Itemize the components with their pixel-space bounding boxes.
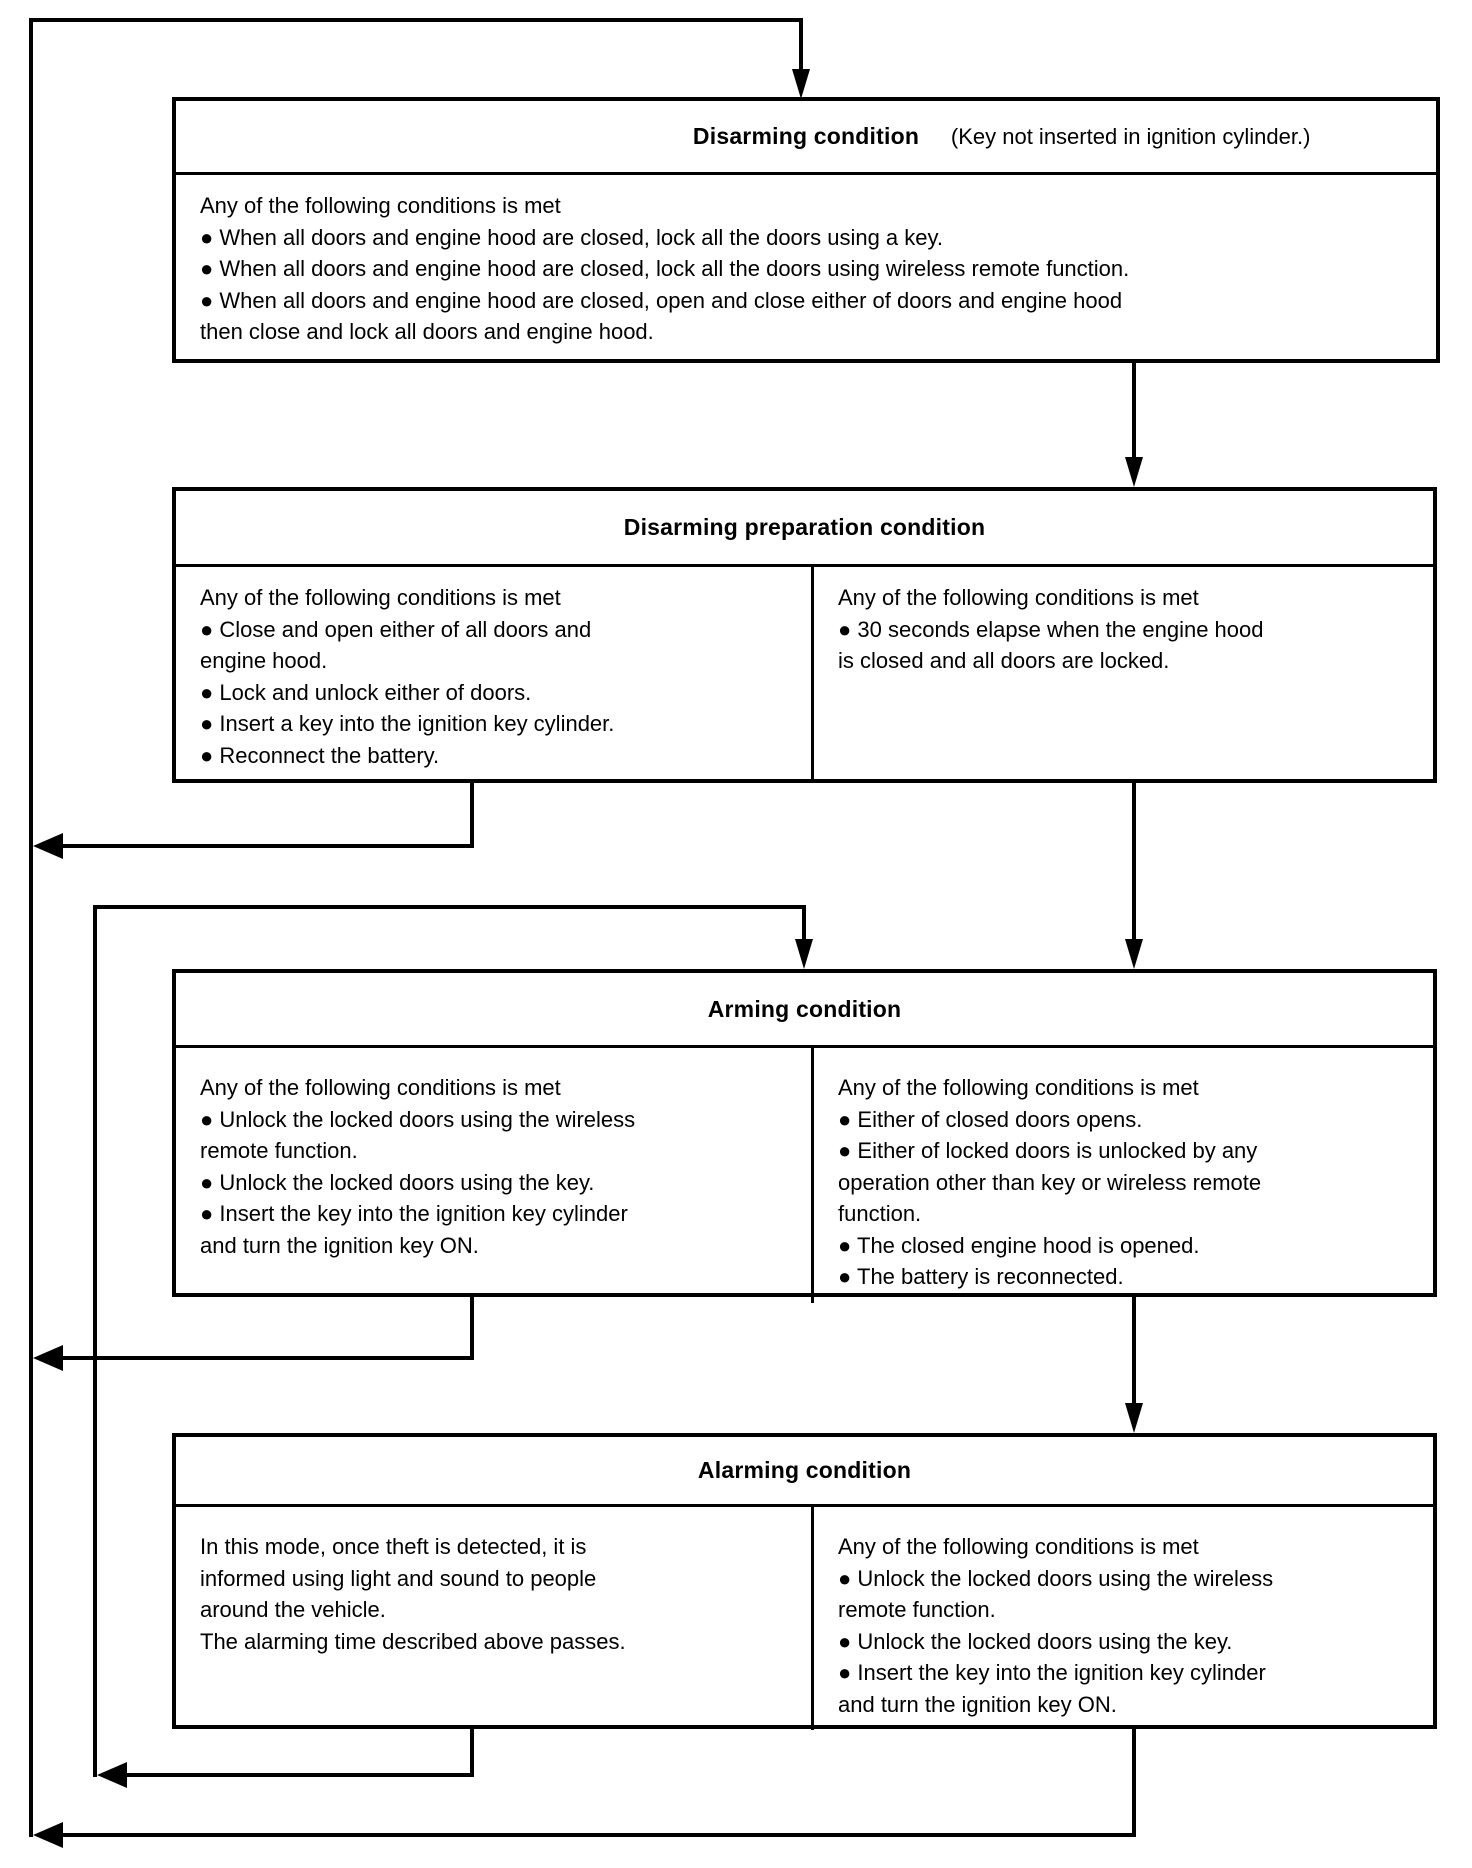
connector-preparation-to-arming — [1132, 783, 1136, 942]
box-disarming-title: Disarming condition — [692, 123, 920, 149]
arrowhead-left-alarming-disarm-icon — [33, 1822, 63, 1848]
box-disarming-header: Disarming condition (Key not inserted in… — [176, 101, 1436, 175]
box-disarming-conditions: Any of the following conditions is met ●… — [200, 193, 1130, 344]
arrowhead-down-into-arming-right-icon — [1125, 939, 1143, 969]
box-alarming: Alarming condition In this mode, once th… — [172, 1433, 1437, 1730]
box-alarming-right-conditions: Any of the following conditions is met ●… — [811, 1507, 1433, 1730]
box-disarming: Disarming condition (Key not inserted in… — [172, 97, 1440, 363]
box-arming-header: Arming condition — [176, 973, 1433, 1048]
box-alarming-title: Alarming condition — [697, 1457, 912, 1483]
box-disarming-preparation-left-conditions: Any of the following conditions is met ●… — [200, 585, 615, 768]
box-arming-body: Any of the following conditions is met ●… — [176, 1048, 1433, 1303]
arrowhead-left-alarming-rearm-icon — [97, 1762, 127, 1788]
arrowhead-down-into-disarming-icon — [792, 69, 810, 99]
arrowhead-left-arming-return-icon — [33, 1345, 63, 1371]
feedback-alarming-disarm-horizontal — [58, 1833, 1136, 1837]
box-disarming-title-note: (Key not inserted in ignition cylinder.) — [950, 123, 1311, 149]
feedback-alarming-rearm-horizontal — [124, 1773, 474, 1777]
feedback-preparation-drop — [470, 783, 474, 846]
rearm-loop-top-horizontal — [93, 905, 806, 909]
arrowhead-down-into-alarming-icon — [1125, 1403, 1143, 1433]
box-disarming-preparation: Disarming preparation condition Any of t… — [172, 487, 1437, 783]
rearm-loop-drop-into-arming — [802, 905, 806, 942]
box-disarming-preparation-title: Disarming preparation condition — [623, 514, 986, 540]
feedback-arming-horizontal — [58, 1356, 474, 1360]
arrowhead-down-into-preparation-icon — [1125, 457, 1143, 487]
flow-line-outer-left-vertical — [29, 18, 33, 1837]
connector-arming-to-alarming — [1132, 1297, 1136, 1406]
box-disarming-preparation-right-conditions: Any of the following conditions is met ●… — [811, 567, 1433, 781]
rearm-loop-left-vertical — [93, 905, 97, 1777]
box-alarming-body: In this mode, once theft is detected, it… — [176, 1507, 1433, 1730]
connector-disarming-to-preparation — [1132, 363, 1136, 460]
arrowhead-left-preparation-return-icon — [33, 833, 63, 859]
arrowhead-down-into-arming-left-icon — [795, 939, 813, 969]
connector-into-disarming — [799, 18, 803, 72]
box-arming: Arming condition Any of the following co… — [172, 969, 1437, 1303]
feedback-alarming-disarm-drop — [1132, 1729, 1136, 1835]
feedback-alarming-rearm-drop — [470, 1729, 474, 1777]
feedback-arming-drop — [470, 1297, 474, 1358]
box-alarming-left-description: In this mode, once theft is detected, it… — [200, 1534, 626, 1654]
box-disarming-preparation-body: Any of the following conditions is met ●… — [176, 567, 1433, 781]
feedback-preparation-horizontal — [58, 844, 474, 848]
box-arming-right-conditions: Any of the following conditions is met ●… — [811, 1048, 1433, 1303]
box-arming-title: Arming condition — [707, 995, 902, 1022]
box-disarming-body: Any of the following conditions is met ●… — [176, 175, 1436, 359]
box-alarming-header: Alarming condition — [176, 1437, 1433, 1507]
box-arming-left-conditions: Any of the following conditions is met ●… — [200, 1075, 636, 1258]
flow-line-outer-top-horizontal — [29, 18, 803, 22]
box-disarming-preparation-header: Disarming preparation condition — [176, 491, 1433, 567]
